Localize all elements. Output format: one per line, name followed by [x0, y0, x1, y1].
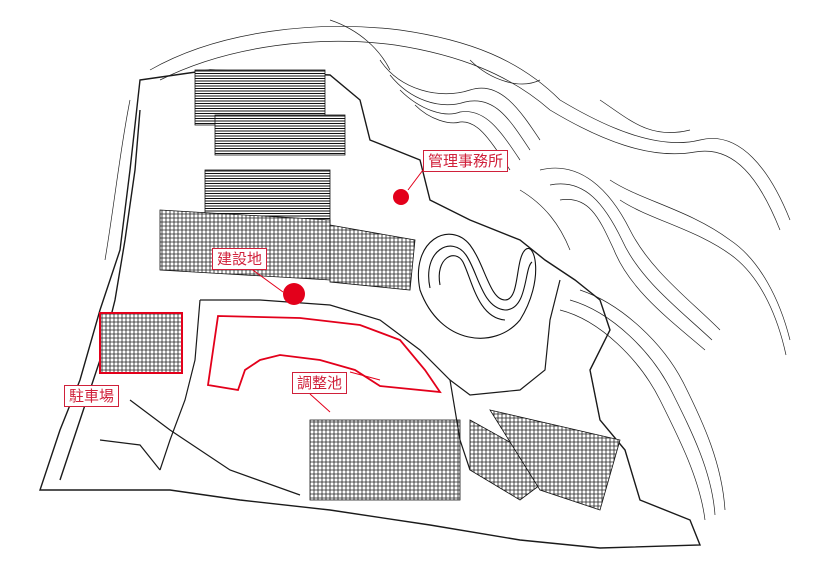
leader-lines [249, 169, 424, 413]
serpentine-track [417, 233, 537, 339]
site-boundary [39, 69, 702, 549]
roads [99, 279, 561, 496]
retention-pond-outline [206, 315, 442, 394]
management-office-marker [393, 189, 409, 205]
parking-label: 駐車場 [64, 385, 120, 407]
construction-site-label: 建設地 [212, 248, 268, 270]
solar-arrays [159, 69, 621, 511]
parking-lot [99, 312, 183, 374]
management-office-label: 管理事務所 [423, 150, 509, 172]
construction-site-marker [283, 283, 305, 305]
retention-pond-label: 調整池 [292, 372, 348, 394]
